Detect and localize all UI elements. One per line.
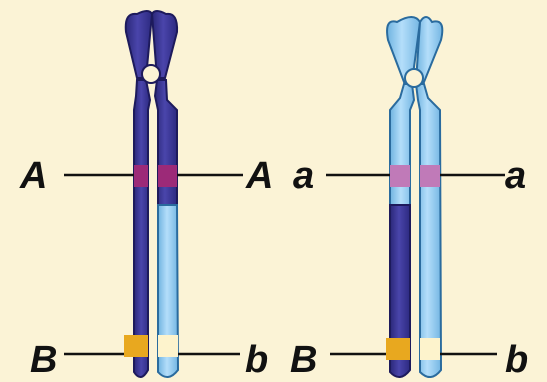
label-left-top-left: A (19, 155, 47, 197)
right-centromere (405, 69, 423, 87)
right-allele-B-band (386, 338, 410, 360)
left-allele-B-band (124, 335, 148, 357)
label-right-top-right: a (505, 155, 526, 197)
left-locus-A-band-2 (158, 165, 177, 187)
left-locus-A-band-1 (134, 165, 148, 187)
chromosome-left (124, 11, 178, 377)
label-left-bottom-right: b (245, 339, 268, 381)
label-right-bottom-left: B (290, 339, 317, 381)
label-right-bottom-right: b (505, 339, 528, 381)
label-right-top-left: a (293, 155, 314, 197)
chromosome-right (386, 17, 442, 377)
right-allele-b-band (420, 338, 440, 360)
right-locus-a-band-1 (390, 165, 410, 187)
label-left-bottom-left: B (30, 339, 57, 381)
left-allele-b-band (158, 335, 178, 357)
label-left-top-right: A (245, 155, 273, 197)
left-centromere (142, 65, 160, 83)
right-locus-a-band-2 (420, 165, 440, 187)
